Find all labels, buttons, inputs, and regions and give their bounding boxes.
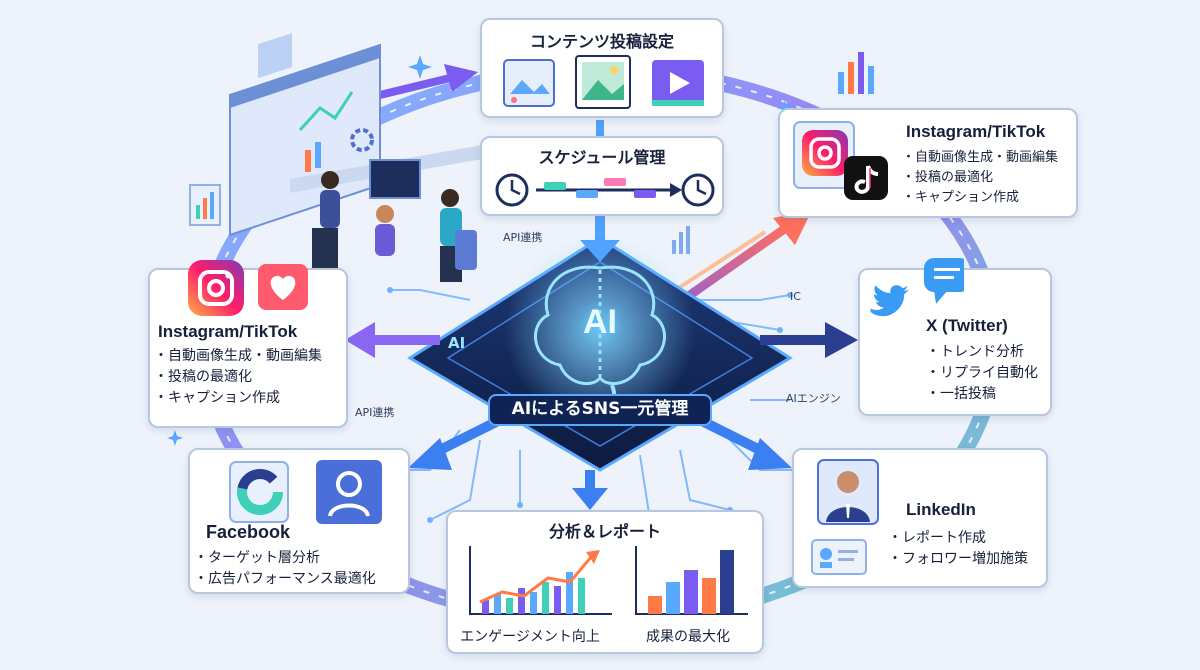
image-post-icon: [503, 59, 555, 107]
feature-item: キャプション作成: [902, 188, 1058, 208]
feature-item: ターゲット層分析: [194, 548, 376, 569]
report-card-title: 分析＆レポート: [548, 522, 661, 541]
ic-label: IC: [790, 290, 801, 303]
feature-item: トレンド分析: [926, 342, 1038, 363]
bar-chart-icon: [635, 546, 748, 615]
x-card-features: トレンド分析 リプライ自動化 一括投稿: [926, 342, 1038, 405]
pie-chart-icon: [229, 461, 289, 523]
clock-icon: [681, 173, 715, 207]
user-profile-icon: [316, 460, 382, 524]
report-card: 分析＆レポート エンゲージメント向上 成果の最大化: [446, 510, 764, 654]
feature-item: 自動画像生成・動画編集: [902, 148, 1058, 168]
linkedin-card-title: LinkedIn: [906, 500, 976, 519]
left-card-features: 自動画像生成・動画編集 投稿の最適化 キャプション作成: [154, 346, 322, 409]
feature-item: 一括投稿: [926, 384, 1038, 405]
instagram-icon: [793, 121, 855, 189]
content-settings-panel: コンテンツ投稿設定: [480, 18, 724, 118]
right-top-card-title: Instagram/TikTok: [906, 122, 1046, 141]
schedule-panel: スケジュール管理: [480, 136, 724, 216]
ai-chip-inner: [446, 261, 754, 447]
id-card-icon: [811, 539, 867, 575]
instagram-icon: [188, 260, 244, 316]
report-caption-engagement: エンゲージメント向上: [460, 629, 600, 645]
video-icon: [652, 60, 704, 106]
person-avatar-icon: [817, 459, 879, 525]
api-label-left: API連携: [355, 406, 395, 419]
twitter-bird-icon: [870, 285, 909, 317]
chat-bubble-icon: [924, 258, 964, 304]
linkedin-card: LinkedIn レポート作成 フォロワー増加施策: [792, 448, 1048, 588]
feature-item: 投稿の最適化: [902, 168, 1058, 188]
content-settings-title: コンテンツ投稿設定: [529, 32, 674, 51]
feature-item: レポート作成: [888, 528, 1028, 549]
x-card-title: X (Twitter): [926, 316, 1008, 335]
timeline-icon: [536, 178, 682, 198]
connector-arrows: [345, 64, 858, 510]
deco-bars: [672, 52, 874, 254]
linkedin-card-features: レポート作成 フォロワー増加施策: [888, 528, 1028, 570]
tiktok-icon: [844, 156, 888, 200]
report-caption-results: 成果の最大化: [646, 629, 730, 645]
feature-item: リプライ自動化: [926, 363, 1038, 384]
api-label-top: API連携: [503, 231, 543, 244]
facebook-card: Facebook ターゲット層分析 広告パフォーマンス最適化: [188, 448, 410, 594]
right-instagram-card: Instagram/TikTok 自動画像生成・動画編集 投稿の最適化 キャプシ…: [778, 108, 1078, 218]
right-top-card-features: 自動画像生成・動画編集 投稿の最適化 キャプション作成: [902, 148, 1058, 208]
office-illustration: [189, 33, 490, 282]
brain-icon: [534, 265, 666, 412]
photo-icon: [575, 55, 631, 109]
center-banner: AIによるSNS一元管理: [488, 394, 712, 426]
ai-badge: AI: [583, 303, 617, 341]
feature-item: 投稿の最適化: [154, 367, 322, 388]
chip-corner-label: AI: [448, 334, 466, 352]
growth-arrow-head: [773, 210, 812, 245]
left-instagram-card: Instagram/TikTok 自動画像生成・動画編集 投稿の最適化 キャプシ…: [148, 260, 348, 428]
x-twitter-card: X (Twitter) トレンド分析 リプライ自動化 一括投稿: [858, 258, 1052, 416]
clock-icon: [495, 173, 529, 207]
facebook-card-features: ターゲット層分析 広告パフォーマンス最適化: [194, 548, 376, 590]
feature-item: 自動画像生成・動画編集: [154, 346, 322, 367]
line-bar-chart-icon: [469, 546, 612, 615]
feature-item: 広告パフォーマンス最適化: [194, 569, 376, 590]
feature-item: フォロワー増加施策: [888, 549, 1028, 570]
facebook-card-title: Facebook: [206, 522, 291, 542]
heart-icon: [258, 264, 308, 310]
left-card-title: Instagram/TikTok: [158, 322, 298, 341]
ai-engine-label: AIエンジン: [786, 392, 841, 405]
schedule-title: スケジュール管理: [538, 148, 666, 167]
feature-item: キャプション作成: [154, 388, 322, 409]
